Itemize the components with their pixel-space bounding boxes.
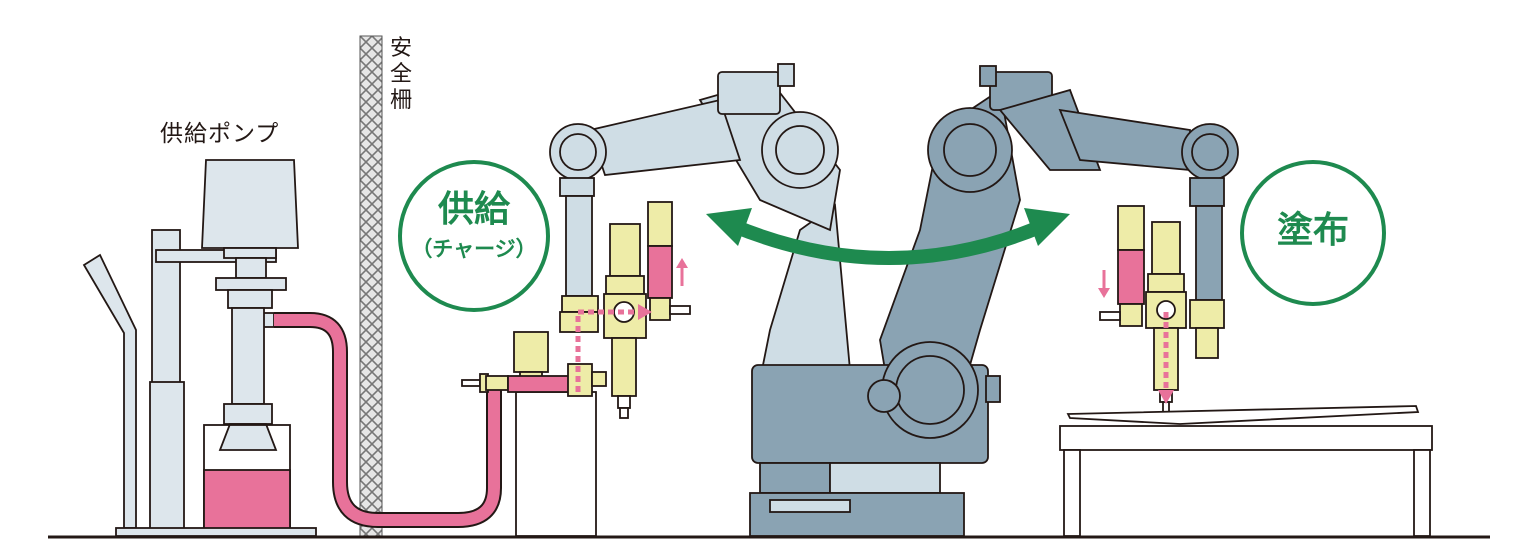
flow-arrows xyxy=(575,266,1169,392)
apply-badge: 塗布 xyxy=(1240,160,1386,306)
supply-hose xyxy=(274,314,500,526)
robot-apply xyxy=(879,65,1239,413)
fence-label: 安全柵 xyxy=(389,36,412,113)
swap-arrow xyxy=(706,208,1070,265)
flow-arrow-heads xyxy=(638,258,1174,404)
work-table xyxy=(1059,405,1433,537)
supply-pump xyxy=(82,159,317,537)
apply-badge-title: 塗布 xyxy=(1276,210,1349,251)
safety-fence xyxy=(359,35,383,537)
robot-base xyxy=(749,341,1001,537)
supply-badge-title: 供給 xyxy=(437,189,510,230)
supply-hose-outline xyxy=(274,312,502,528)
pump-label: 供給ポンプ xyxy=(160,121,280,147)
supply-badge-subtitle: （チャージ） xyxy=(411,237,537,261)
charge-station xyxy=(461,331,607,537)
supply-badge: 供給 （チャージ） xyxy=(398,160,550,312)
